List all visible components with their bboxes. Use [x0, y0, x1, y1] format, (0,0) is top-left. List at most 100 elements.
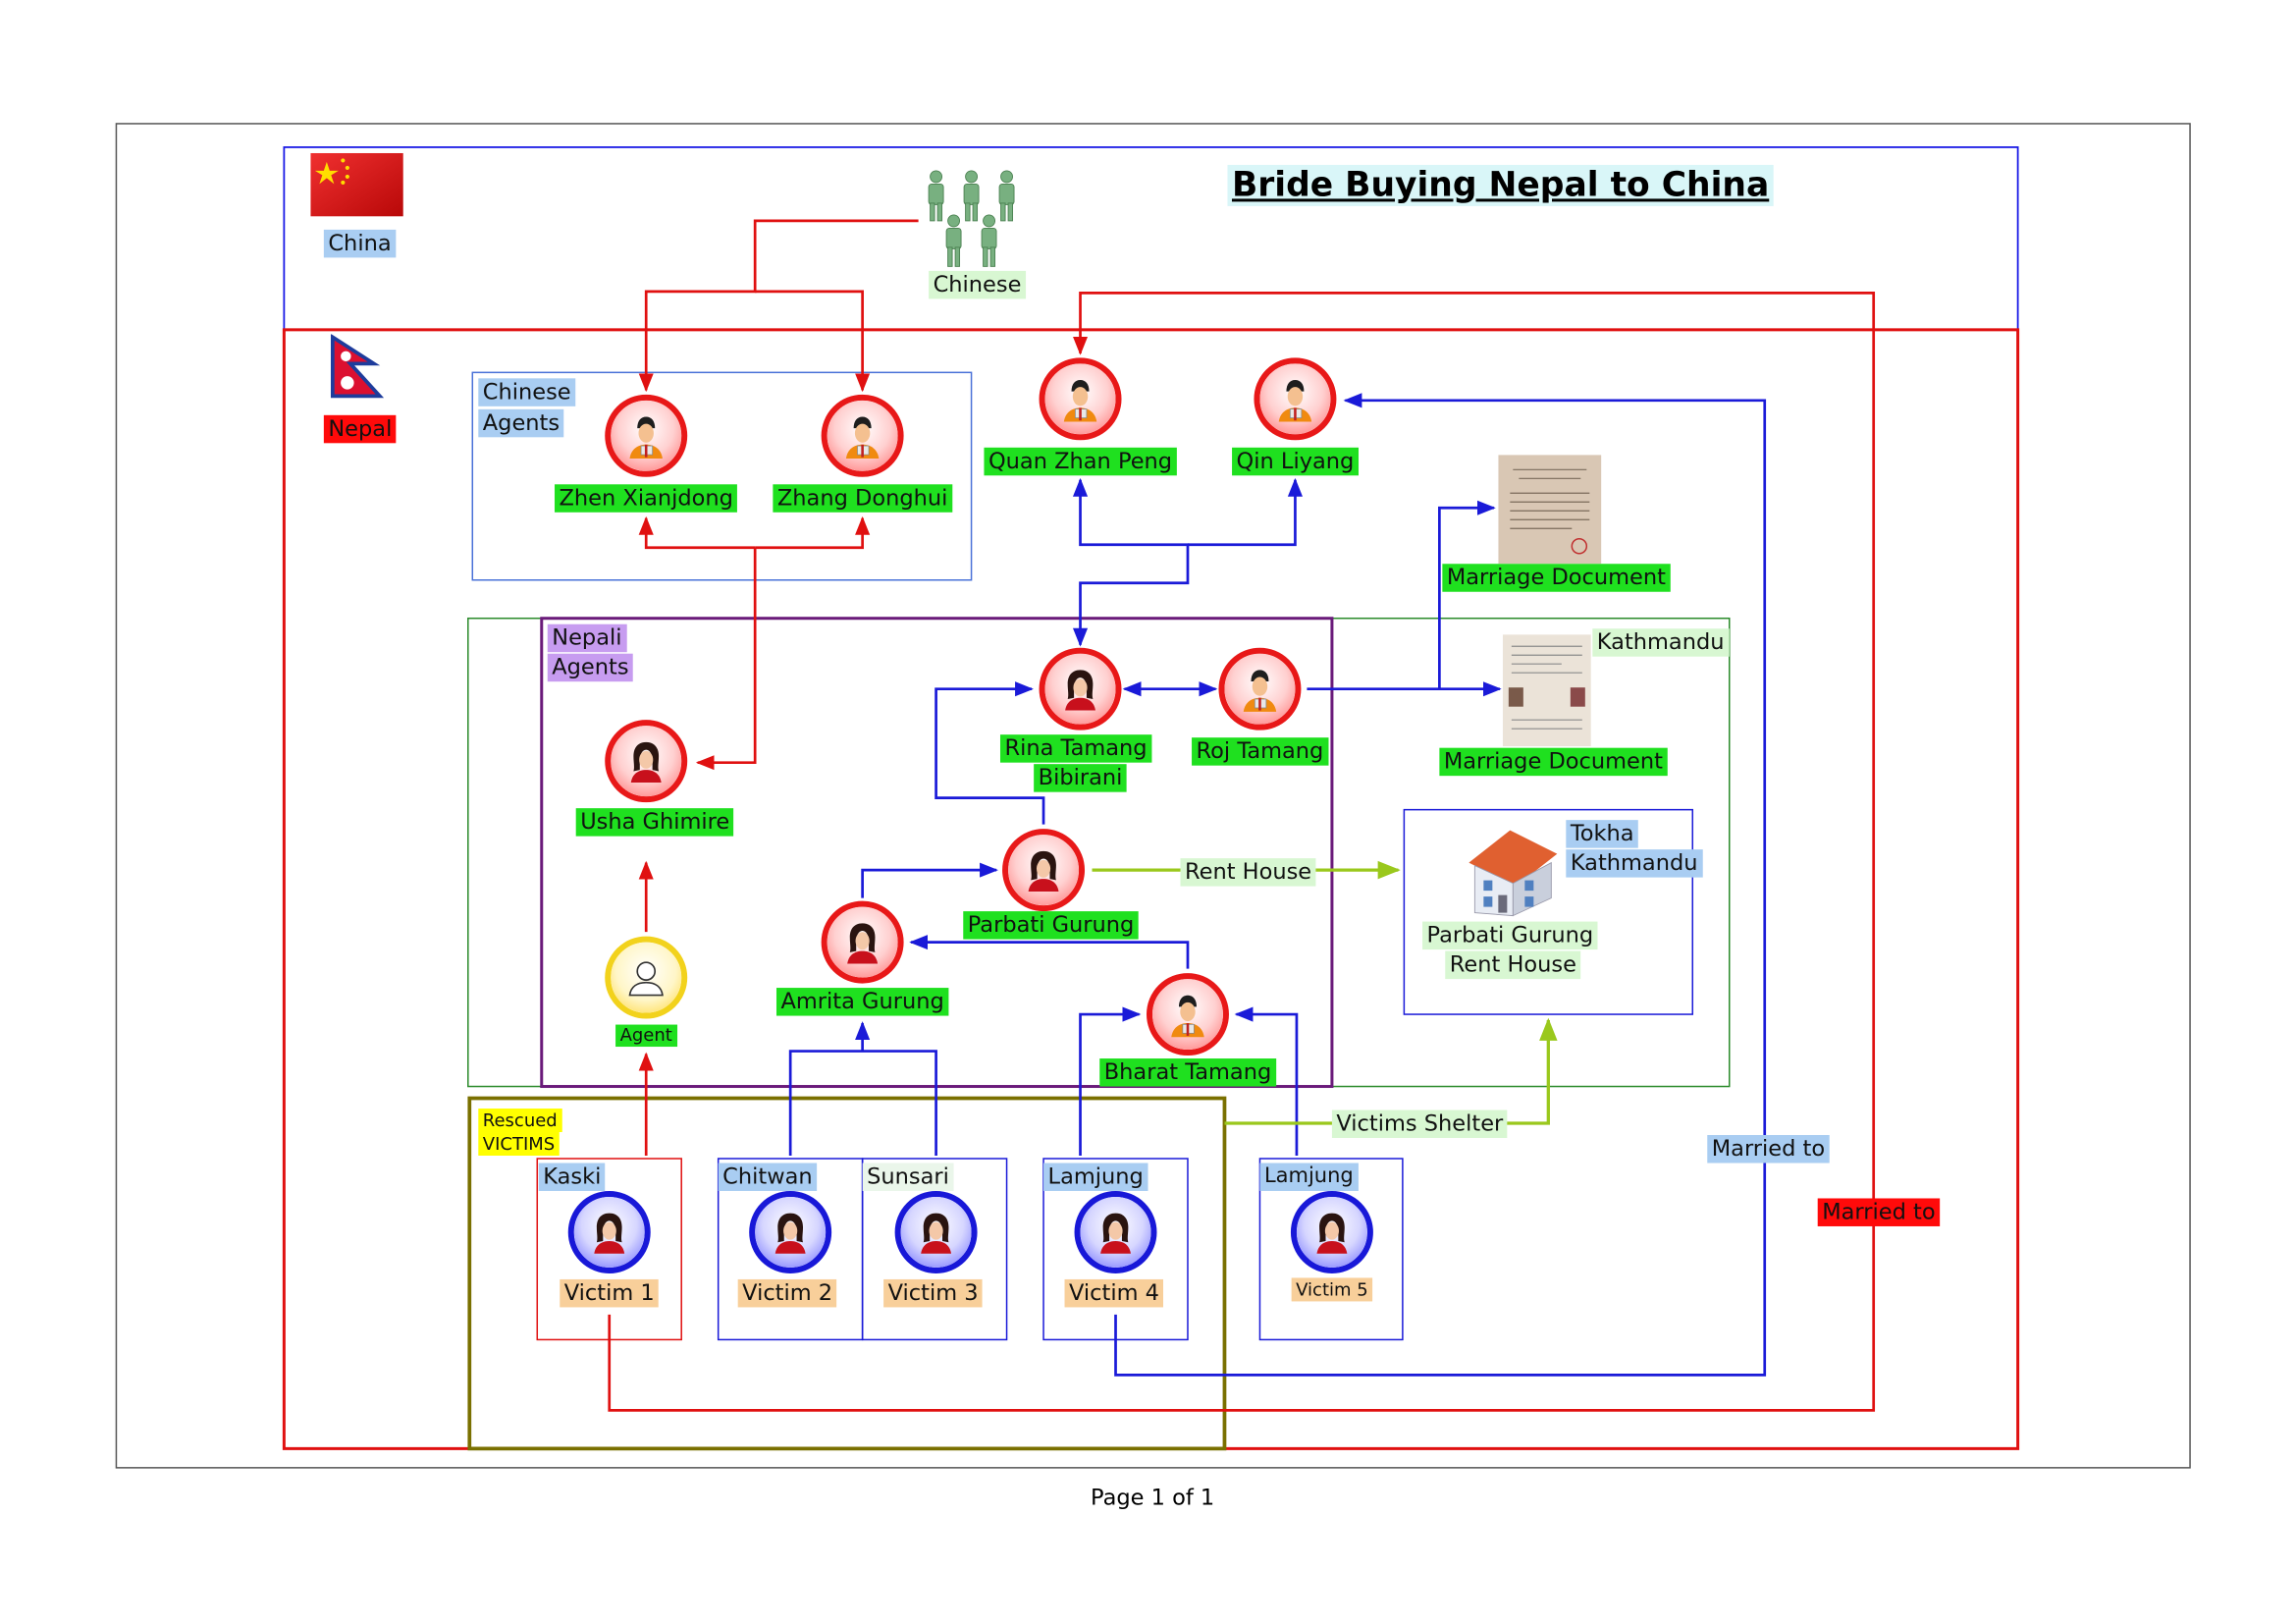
woman-icon — [573, 1196, 645, 1268]
victim3-label: Victim 3 — [883, 1278, 984, 1308]
man-icon — [1044, 363, 1116, 435]
chinese-group-label: Chinese — [929, 270, 1026, 299]
victim5-district: Lamjung — [1259, 1163, 1359, 1191]
woman-icon — [827, 906, 898, 978]
chinese-agents-label-2: Agents — [478, 408, 564, 438]
woman-icon — [900, 1196, 972, 1268]
link-rina-qin — [1187, 477, 1303, 547]
zhen-label: Zhen Xianjdong — [555, 484, 738, 513]
link-roj-doc1 — [1438, 500, 1496, 689]
person-outline-icon — [611, 942, 682, 1013]
link-agents-usha — [695, 547, 757, 771]
chinese-group-icon — [928, 170, 1015, 267]
zhang-node[interactable] — [821, 394, 904, 477]
link-rina-quan — [1072, 477, 1190, 647]
roj-node[interactable] — [1218, 647, 1302, 731]
victim3-node[interactable] — [894, 1190, 978, 1273]
victim4-node[interactable] — [1074, 1190, 1157, 1273]
link-victim2-amrita — [788, 1050, 937, 1156]
rina-label-2: Bibirani — [1034, 764, 1127, 792]
page-title: Bride Buying Nepal to China — [1227, 164, 1774, 206]
marriage-document-2-label: Marriage Document — [1439, 747, 1668, 777]
victim1-district: Kaski — [538, 1163, 606, 1191]
quan-node[interactable] — [1039, 357, 1122, 441]
usha-label: Usha Ghimire — [575, 808, 734, 837]
link-victim4-qin — [1114, 393, 1767, 1377]
zhang-label: Zhang Donghui — [773, 484, 952, 513]
agent-label: Agent — [615, 1024, 677, 1048]
lamjung5-frame — [1258, 1158, 1404, 1341]
link-parbati-rina — [934, 681, 1045, 825]
victim2-district: Chitwan — [718, 1163, 818, 1191]
rescued-label-2: VICTIMS — [478, 1132, 560, 1156]
woman-icon — [1080, 1196, 1151, 1268]
chinese-agents-frame — [471, 371, 973, 581]
page-footer: Page 1 of 1 — [1091, 1484, 1215, 1511]
tokha-label-2: Kathmandu — [1566, 849, 1703, 878]
chinese-agents-label-1: Chinese — [478, 378, 576, 406]
bharat-label: Bharat Tamang — [1099, 1058, 1276, 1087]
victims-shelter-edge-label: Victims Shelter — [1331, 1110, 1508, 1139]
link-zhang — [755, 515, 871, 550]
link-bharat-amrita — [909, 935, 1190, 969]
china-label: China — [323, 229, 397, 258]
qin-node[interactable] — [1254, 357, 1337, 441]
tokha-label-1: Tokha — [1566, 820, 1639, 848]
woman-icon — [611, 726, 682, 797]
amrita-label: Amrita Gurung — [775, 988, 949, 1016]
victim4-district: Lamjung — [1043, 1163, 1148, 1191]
page-frame — [115, 123, 2191, 1469]
victim1-label: Victim 1 — [560, 1278, 660, 1308]
quan-label: Quan Zhan Peng — [984, 447, 1177, 476]
rina-label-1: Rina Tamang — [999, 734, 1152, 763]
link-zhen — [638, 515, 756, 550]
man-icon — [1152, 979, 1223, 1051]
kathmandu-label: Kathmandu — [1592, 628, 1729, 657]
house-icon — [1468, 830, 1558, 917]
victim1-node[interactable] — [567, 1190, 651, 1273]
nepali-agents-label-2: Agents — [547, 653, 634, 682]
zhen-node[interactable] — [605, 394, 688, 477]
woman-icon — [1008, 835, 1080, 906]
link-victim5-bharat — [1234, 1006, 1299, 1156]
victim2-label: Victim 2 — [737, 1278, 837, 1308]
bharat-node[interactable] — [1147, 973, 1229, 1056]
link-amrita-parbati — [861, 862, 998, 898]
man-icon — [1224, 653, 1296, 725]
marriage-document-1-icon — [1498, 455, 1602, 565]
victim5-label: Victim 5 — [1291, 1277, 1373, 1302]
woman-icon — [1044, 653, 1116, 725]
usha-node[interactable] — [605, 720, 688, 803]
rescued-label-1: Rescued — [478, 1109, 562, 1133]
link-victim1-quan — [608, 292, 1876, 1412]
rina-node[interactable] — [1039, 647, 1122, 731]
agent-node[interactable] — [605, 936, 688, 1019]
link-chinese-zhang — [755, 290, 871, 393]
married-to-blue-label: Married to — [1707, 1135, 1830, 1164]
rent-house-edge-label: Rent House — [1180, 858, 1316, 887]
amrita-node[interactable] — [821, 900, 904, 984]
victim4-label: Victim 4 — [1064, 1278, 1164, 1308]
house-label-1: Parbati Gurung — [1422, 921, 1598, 950]
victim2-node[interactable] — [749, 1190, 832, 1273]
victim3-district: Sunsari — [862, 1163, 954, 1191]
woman-icon — [1296, 1196, 1367, 1268]
married-to-red-label: Married to — [1817, 1198, 1941, 1226]
rescued-frame — [467, 1096, 1227, 1451]
sunsari-frame — [861, 1158, 1008, 1341]
link-chinese-agents — [638, 219, 919, 393]
parbati-label: Parbati Gurung — [963, 911, 1139, 940]
roj-label: Roj Tamang — [1192, 737, 1328, 766]
nepal-flag-icon — [330, 334, 385, 399]
nepal-label: Nepal — [323, 414, 397, 444]
link-victim4-bharat — [1079, 1006, 1142, 1156]
parbati-node[interactable] — [1002, 829, 1086, 912]
china-flag-icon — [310, 152, 403, 217]
qin-label: Qin Liyang — [1232, 447, 1359, 476]
tokha-frame — [1403, 808, 1694, 1015]
marriage-document-1-label: Marriage Document — [1442, 564, 1671, 592]
victim5-node[interactable] — [1290, 1190, 1373, 1273]
marriage-document-2-icon — [1502, 634, 1591, 747]
man-icon — [1259, 363, 1331, 435]
